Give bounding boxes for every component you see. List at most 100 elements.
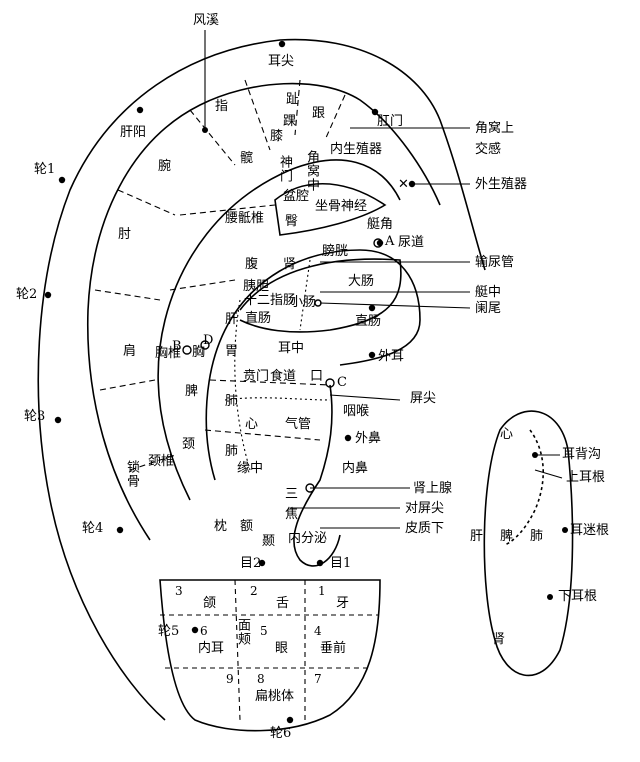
label-neifenmi: 内分泌 [288, 531, 328, 546]
label-lobe-6: 6 [200, 624, 208, 638]
label-fei-2: 肺 [225, 444, 239, 459]
label-yaodizhui: 腰骶椎 [225, 211, 265, 226]
label-erzhong: 耳中 [278, 341, 305, 356]
lobe-contour [159, 579, 381, 732]
label-waibi: 外鼻 [355, 431, 382, 446]
label-zhichang-rectum: 直肠 [355, 314, 382, 329]
label-shenmen: 神门 [277, 155, 292, 183]
label-neier: 内耳 [198, 641, 225, 656]
label-lun1: 轮1 [34, 162, 56, 177]
lobe-grid [160, 579, 378, 721]
label-fu: 腹 [245, 257, 259, 272]
scapha-divisions [94, 79, 346, 471]
label-neishengzhiqi: 内生殖器 [330, 142, 383, 157]
label-lobe-8: 8 [257, 672, 265, 686]
label-pingjian: 屏尖 [410, 391, 437, 406]
label-ya: 牙 [336, 596, 350, 611]
label-qiguan: 气管 [285, 417, 312, 432]
label-mianjia: 面颊 [235, 618, 250, 646]
label-zhou: 肘 [118, 227, 132, 242]
label-shen: 肾 [283, 257, 297, 272]
label-lobe-4: 4 [314, 624, 322, 638]
hollow-points [182, 238, 383, 493]
label-she: 舌 [276, 596, 290, 611]
label-lobe-3: 3 [175, 584, 183, 598]
label-pt-a: A [385, 234, 395, 249]
label-lobe-7: 7 [314, 672, 322, 686]
label-xiongzhui: 胸椎 [155, 346, 182, 361]
label-gangmen: 肛门 [377, 114, 404, 129]
label-neibi: 内鼻 [342, 461, 369, 476]
label-sanjiao-1: 三 [285, 487, 299, 502]
label-erbeigou: 耳背沟 [562, 447, 602, 462]
label-tingjiao: 艇角 [367, 217, 394, 232]
label-kou: 口 [310, 369, 324, 384]
label-shierzhichang: 十二指肠 [244, 293, 297, 308]
label-zhi-toe: 趾 [286, 92, 300, 107]
label-wei: 胃 [225, 344, 239, 359]
label-jian: 肩 [123, 344, 137, 359]
label-back-pi: 脾 [500, 529, 514, 544]
label-fengxi: 风溪 [193, 13, 220, 28]
label-yidan: 胰胆 [243, 279, 270, 294]
label-shidao: 食道 [270, 369, 297, 384]
label-lobe-1: 1 [318, 584, 326, 598]
label-gen: 跟 [312, 106, 326, 121]
label-bengmen: 贲门 [243, 369, 270, 384]
label-duipingjian: 对屏尖 [405, 501, 445, 516]
label-mu2: 目2 [240, 556, 262, 571]
label-tun: 臀 [285, 214, 299, 229]
label-lun6: 轮6 [270, 726, 292, 741]
label-kuan: 髋 [240, 151, 254, 166]
label-chuiqian: 垂前 [320, 641, 347, 656]
label-pi: 脾 [185, 384, 199, 399]
label-shangergen: 上耳根 [566, 470, 606, 485]
helix-outer-contour [37, 38, 486, 721]
back-ear-groove [504, 429, 544, 546]
label-back-shen: 肾 [492, 632, 506, 647]
label-gan: 肝 [225, 312, 239, 327]
antihelix-contour [157, 159, 401, 501]
label-dachang: 大肠 [348, 274, 375, 289]
label-xiong: 胸 [192, 345, 206, 360]
label-yan: 眼 [275, 641, 289, 656]
label-biantaoti: 扁桃体 [255, 689, 295, 704]
label-waier: 外耳 [378, 349, 405, 364]
label-lanwei: 阑尾 [475, 301, 502, 316]
label-back-gan: 肝 [470, 529, 484, 544]
label-lun5: 轮5 [158, 624, 180, 639]
label-nie: 颞 [262, 534, 276, 549]
label-e: 额 [240, 519, 254, 534]
label-yuanzhong: 缘中 [237, 461, 264, 476]
label-pt-c: C [337, 375, 347, 390]
label-ganyang: 肝阳 [120, 125, 147, 140]
label-zhi-finger: 指 [215, 99, 229, 114]
label-penqiang: 盆腔 [283, 189, 310, 204]
concha-contour [205, 249, 421, 481]
label-shuniaoguan: 输尿管 [475, 255, 515, 270]
concha-divisions [224, 259, 331, 471]
acupoint-dots [44, 40, 568, 724]
label-jiaowozhong: 角窝中 [304, 150, 319, 192]
label-xiaergen: 下耳根 [558, 589, 598, 604]
label-pizhixia: 皮质下 [405, 521, 445, 536]
label-sanjiao-2: 焦 [285, 507, 299, 522]
label-huai: 踝 [283, 114, 297, 129]
label-zuogushenjing: 坐骨神经 [315, 199, 368, 214]
label-xi: 膝 [270, 129, 284, 144]
label-wan: 腕 [158, 159, 172, 174]
label-niaodao: 尿道 [398, 235, 425, 250]
label-back-fei: 肺 [530, 529, 544, 544]
label-xin: 心 [245, 417, 259, 432]
label-lun3: 轮3 [24, 409, 46, 424]
label-erjian: 耳尖 [268, 54, 295, 69]
label-lobe-2: 2 [250, 584, 258, 598]
label-lun4: 轮4 [82, 521, 104, 536]
label-zhen: 枕 [214, 519, 228, 534]
label-yanhou: 咽喉 [343, 404, 370, 419]
label-jiaowoshang: 角窝上 [475, 121, 515, 136]
label-jiaogan: 交感 [475, 142, 502, 157]
leader-lines [204, 30, 568, 531]
